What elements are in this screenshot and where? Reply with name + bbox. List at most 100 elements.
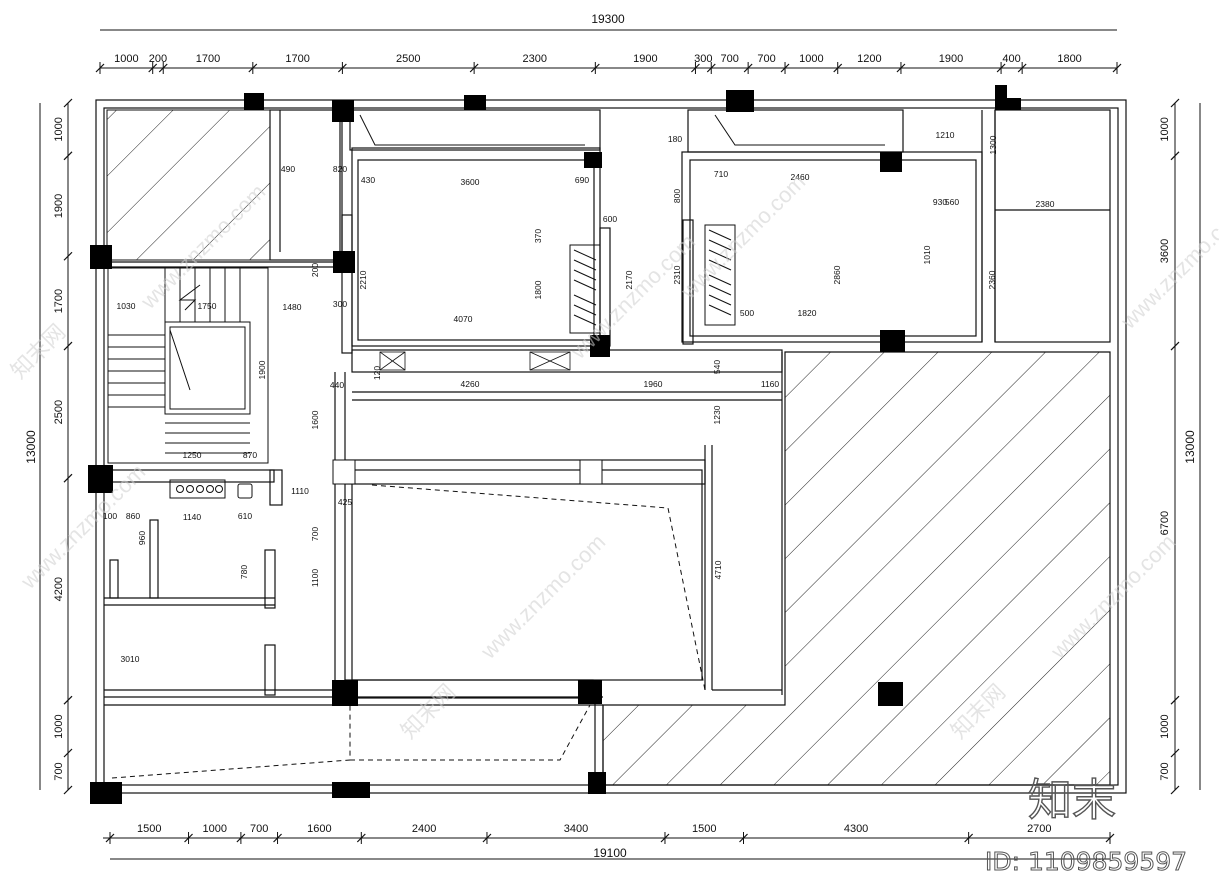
wardrobe-left xyxy=(569,244,601,334)
right-total-dimension: 13000 xyxy=(1183,430,1197,464)
brand-logo: 知末 xyxy=(1028,775,1116,826)
right-dimension-chain xyxy=(1170,98,1201,795)
kitchen-stove xyxy=(169,479,253,499)
interior-dim-12: 1960 xyxy=(644,379,663,389)
interior-dim-52: 610 xyxy=(238,511,252,521)
interior-dim-20: 1110 xyxy=(291,486,309,496)
interior-dim-45: 300 xyxy=(333,299,347,309)
interior-dim-42: 370 xyxy=(533,229,543,243)
interior-dim-29: 600 xyxy=(603,214,617,224)
left-dim-4: 4200 xyxy=(53,577,65,601)
interior-dimension-labels: 3600407022101800217024602860231018202380… xyxy=(103,130,1055,664)
interior-dim-5: 2460 xyxy=(791,172,810,182)
top-dim-5: 2300 xyxy=(522,53,546,65)
bottom-dim-4: 2400 xyxy=(412,823,436,835)
left-dim-2: 1700 xyxy=(53,289,65,313)
interior-dim-15: 1750 xyxy=(198,301,217,311)
top-dim-11: 1200 xyxy=(857,53,881,65)
bottom-dim-5: 3400 xyxy=(564,823,588,835)
interior-dim-50: 490 xyxy=(281,164,295,174)
interior-dim-4: 2170 xyxy=(624,270,634,289)
interior-dim-7: 2310 xyxy=(672,265,682,284)
interior-dim-39: 500 xyxy=(740,308,754,318)
bottom-dim-2: 700 xyxy=(250,823,268,835)
interior-dim-48: 180 xyxy=(668,134,682,144)
bottom-dim-1: 1000 xyxy=(202,823,226,835)
left-dim-0: 1000 xyxy=(53,117,65,141)
interior-dim-41: 800 xyxy=(672,189,682,203)
interior-dim-26: 1100 xyxy=(310,569,320,588)
top-dim-12: 1900 xyxy=(939,53,963,65)
watermark-text: www.znzmo.com xyxy=(15,459,150,594)
top-dim-4: 2500 xyxy=(396,53,420,65)
top-total-dimension: 19300 xyxy=(591,12,625,26)
interior-dim-31: 430 xyxy=(361,175,375,185)
left-dim-5: 1000 xyxy=(53,714,65,738)
watermark-cn-text: 知末网 xyxy=(6,319,70,383)
top-dimension-chain xyxy=(95,29,1122,74)
interior-dim-8: 1820 xyxy=(798,308,817,318)
interior-dim-49: 820 xyxy=(333,164,347,174)
interior-dim-0: 3600 xyxy=(461,177,480,187)
interior-dim-21: 1140 xyxy=(183,512,202,522)
left-dimension-chain xyxy=(39,98,73,795)
interior-walls xyxy=(103,109,1111,785)
interior-dim-18: 1250 xyxy=(183,450,202,460)
interior-dim-32: 690 xyxy=(575,175,589,185)
watermark-text: www.znzmo.com xyxy=(1115,199,1219,334)
interior-dim-36: 1010 xyxy=(922,245,932,264)
right-dim-1: 3600 xyxy=(1159,239,1171,263)
interior-dim-9: 2380 xyxy=(1036,199,1055,209)
interior-dim-24: 1600 xyxy=(310,410,320,429)
top-dim-6: 1900 xyxy=(633,53,657,65)
top-dim-3: 1700 xyxy=(285,53,309,65)
watermark-text: www.znzmo.com xyxy=(565,229,700,364)
wardrobe-right xyxy=(704,224,736,326)
interior-dim-1: 4070 xyxy=(454,314,473,324)
interior-dim-3: 1800 xyxy=(533,280,543,299)
interior-dim-51: 860 xyxy=(126,511,140,521)
interior-dim-19: 870 xyxy=(243,450,257,460)
id-label: ID: 1109859597 xyxy=(985,847,1187,876)
right-dim-0: 1000 xyxy=(1159,117,1171,141)
interior-dim-37: 1210 xyxy=(936,130,955,140)
dashed-outlines xyxy=(111,484,706,779)
bottom-dimension-chain xyxy=(103,832,1115,860)
interior-dim-11: 4260 xyxy=(461,379,480,389)
interior-dim-44: 425 xyxy=(338,497,352,507)
staircase xyxy=(107,267,269,464)
bottom-dim-3: 1600 xyxy=(307,823,331,835)
interior-dim-10: 2360 xyxy=(987,270,997,289)
interior-dim-27: 960 xyxy=(137,531,147,545)
bottom-dim-8: 2700 xyxy=(1027,823,1051,835)
top-dim-9: 700 xyxy=(757,53,775,65)
right-dimension-labels: 1000 3600 6700 1000 700 xyxy=(1159,117,1171,781)
right-dim-4: 700 xyxy=(1159,762,1171,780)
top-dim-2: 1700 xyxy=(196,53,220,65)
interior-dim-2: 2210 xyxy=(358,270,368,289)
interior-dim-34: 710 xyxy=(714,169,728,179)
top-dim-13: 400 xyxy=(1002,53,1020,65)
interior-dim-30: 440 xyxy=(330,380,344,390)
interior-dim-53: 100 xyxy=(103,511,117,521)
bottom-dim-7: 4300 xyxy=(844,823,868,835)
interior-dim-38: 1300 xyxy=(988,135,998,154)
soffit-lines xyxy=(359,114,885,146)
hollow-columns xyxy=(332,459,603,485)
top-dim-7: 300 xyxy=(694,53,712,65)
top-dim-0: 1000 xyxy=(114,53,138,65)
interior-dim-22: 3010 xyxy=(121,654,140,664)
left-dim-1: 1900 xyxy=(53,194,65,218)
left-dim-3: 2500 xyxy=(53,400,65,424)
right-dim-2: 6700 xyxy=(1159,511,1171,535)
corridor-windows xyxy=(379,351,571,371)
top-dim-8: 700 xyxy=(721,53,739,65)
interior-dim-33: 560 xyxy=(945,197,959,207)
interior-dim-23: 4710 xyxy=(713,560,723,579)
interior-dim-16: 1030 xyxy=(117,301,136,311)
right-dim-3: 1000 xyxy=(1159,714,1171,738)
